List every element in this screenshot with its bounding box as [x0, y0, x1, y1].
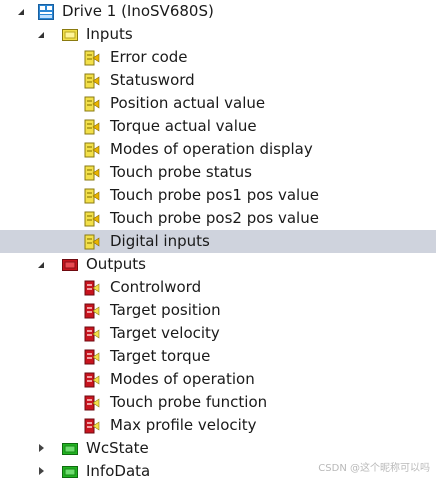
- expand-collapse-icon[interactable]: [36, 437, 48, 460]
- green-folder-icon: [62, 464, 78, 480]
- tree-leaf-variable[interactable]: Touch probe status: [0, 161, 436, 184]
- input-variable-icon: [84, 165, 100, 181]
- red-folder-icon: [62, 257, 78, 273]
- output-variable-icon: [84, 326, 100, 342]
- green-folder-icon: [62, 441, 78, 457]
- tree-leaf-variable[interactable]: Touch probe pos1 pos value: [0, 184, 436, 207]
- input-variable-icon: [84, 211, 100, 227]
- tree-leaf-variable[interactable]: Target position: [0, 299, 436, 322]
- tree-node-outputs[interactable]: Outputs: [0, 253, 436, 276]
- tree-leaf-label: Modes of operation display: [110, 140, 313, 158]
- tree-leaf-label: Target position: [110, 301, 221, 319]
- tree-leaf-variable[interactable]: Torque actual value: [0, 115, 436, 138]
- tree-leaf-variable[interactable]: Touch probe pos2 pos value: [0, 207, 436, 230]
- tree-leaf-label: Position actual value: [110, 94, 266, 112]
- tree-leaf-variable[interactable]: Digital inputs: [0, 230, 436, 253]
- tree-leaf-variable[interactable]: Target torque: [0, 345, 436, 368]
- yellow-folder-icon: [62, 27, 78, 43]
- tree-leaf-label: Target velocity: [110, 324, 220, 342]
- input-variable-icon: [84, 142, 100, 158]
- drive-module-icon: [38, 4, 54, 20]
- output-variable-icon: [84, 418, 100, 434]
- tree-node-wcstate[interactable]: WcState: [0, 437, 436, 460]
- tree-leaf-variable[interactable]: Position actual value: [0, 92, 436, 115]
- expand-collapse-icon[interactable]: [36, 23, 48, 46]
- tree-leaf-label: Touch probe status: [110, 163, 252, 181]
- tree-leaf-label: Statusword: [110, 71, 195, 89]
- watermark: CSDN @这个昵称可以吗: [318, 463, 430, 474]
- input-variable-icon: [84, 96, 100, 112]
- expand-collapse-icon[interactable]: [36, 253, 48, 276]
- tree-leaf-label: Touch probe function: [110, 393, 268, 411]
- tree-node-label: WcState: [86, 439, 149, 457]
- tree-node-label: Outputs: [86, 255, 146, 273]
- tree-node-infodata[interactable]: InfoData: [0, 460, 436, 483]
- output-variable-icon: [84, 280, 100, 296]
- tree-leaf-label: Max profile velocity: [110, 416, 257, 434]
- tree-leaf-variable[interactable]: Max profile velocity: [0, 414, 436, 437]
- output-variable-icon: [84, 349, 100, 365]
- tree-leaf-variable[interactable]: Error code: [0, 46, 436, 69]
- tree-leaf-label: Touch probe pos1 pos value: [110, 186, 319, 204]
- expand-collapse-icon[interactable]: [16, 0, 28, 23]
- tree-leaf-variable[interactable]: Target velocity: [0, 322, 436, 345]
- tree-leaf-variable[interactable]: Touch probe function: [0, 391, 436, 414]
- tree-node-label: Inputs: [86, 25, 133, 43]
- tree-leaf-label: Torque actual value: [110, 117, 257, 135]
- tree-leaf-label: Error code: [110, 48, 188, 66]
- tree-node-inputs[interactable]: Inputs: [0, 23, 436, 46]
- input-variable-icon: [84, 234, 100, 250]
- output-variable-icon: [84, 395, 100, 411]
- tree-node-label: InfoData: [86, 462, 151, 480]
- tree-leaf-label: Digital inputs: [110, 232, 210, 250]
- tree-leaf-label: Touch probe pos2 pos value: [110, 209, 319, 227]
- input-variable-icon: [84, 188, 100, 204]
- input-variable-icon: [84, 119, 100, 135]
- tree-leaf-label: Modes of operation: [110, 370, 255, 388]
- expand-collapse-icon[interactable]: [36, 460, 48, 483]
- tree-leaf-variable[interactable]: Modes of operation: [0, 368, 436, 391]
- tree-leaf-variable[interactable]: Statusword: [0, 69, 436, 92]
- tree-node-drive[interactable]: Drive 1 (InoSV680S): [0, 0, 436, 23]
- tree-leaf-variable[interactable]: Modes of operation display: [0, 138, 436, 161]
- tree-node-label: Drive 1 (InoSV680S): [62, 2, 214, 20]
- output-variable-icon: [84, 303, 100, 319]
- tree-leaf-variable[interactable]: Controlword: [0, 276, 436, 299]
- tree-leaf-label: Target torque: [110, 347, 211, 365]
- input-variable-icon: [84, 50, 100, 66]
- output-variable-icon: [84, 372, 100, 388]
- tree-leaf-label: Controlword: [110, 278, 202, 296]
- input-variable-icon: [84, 73, 100, 89]
